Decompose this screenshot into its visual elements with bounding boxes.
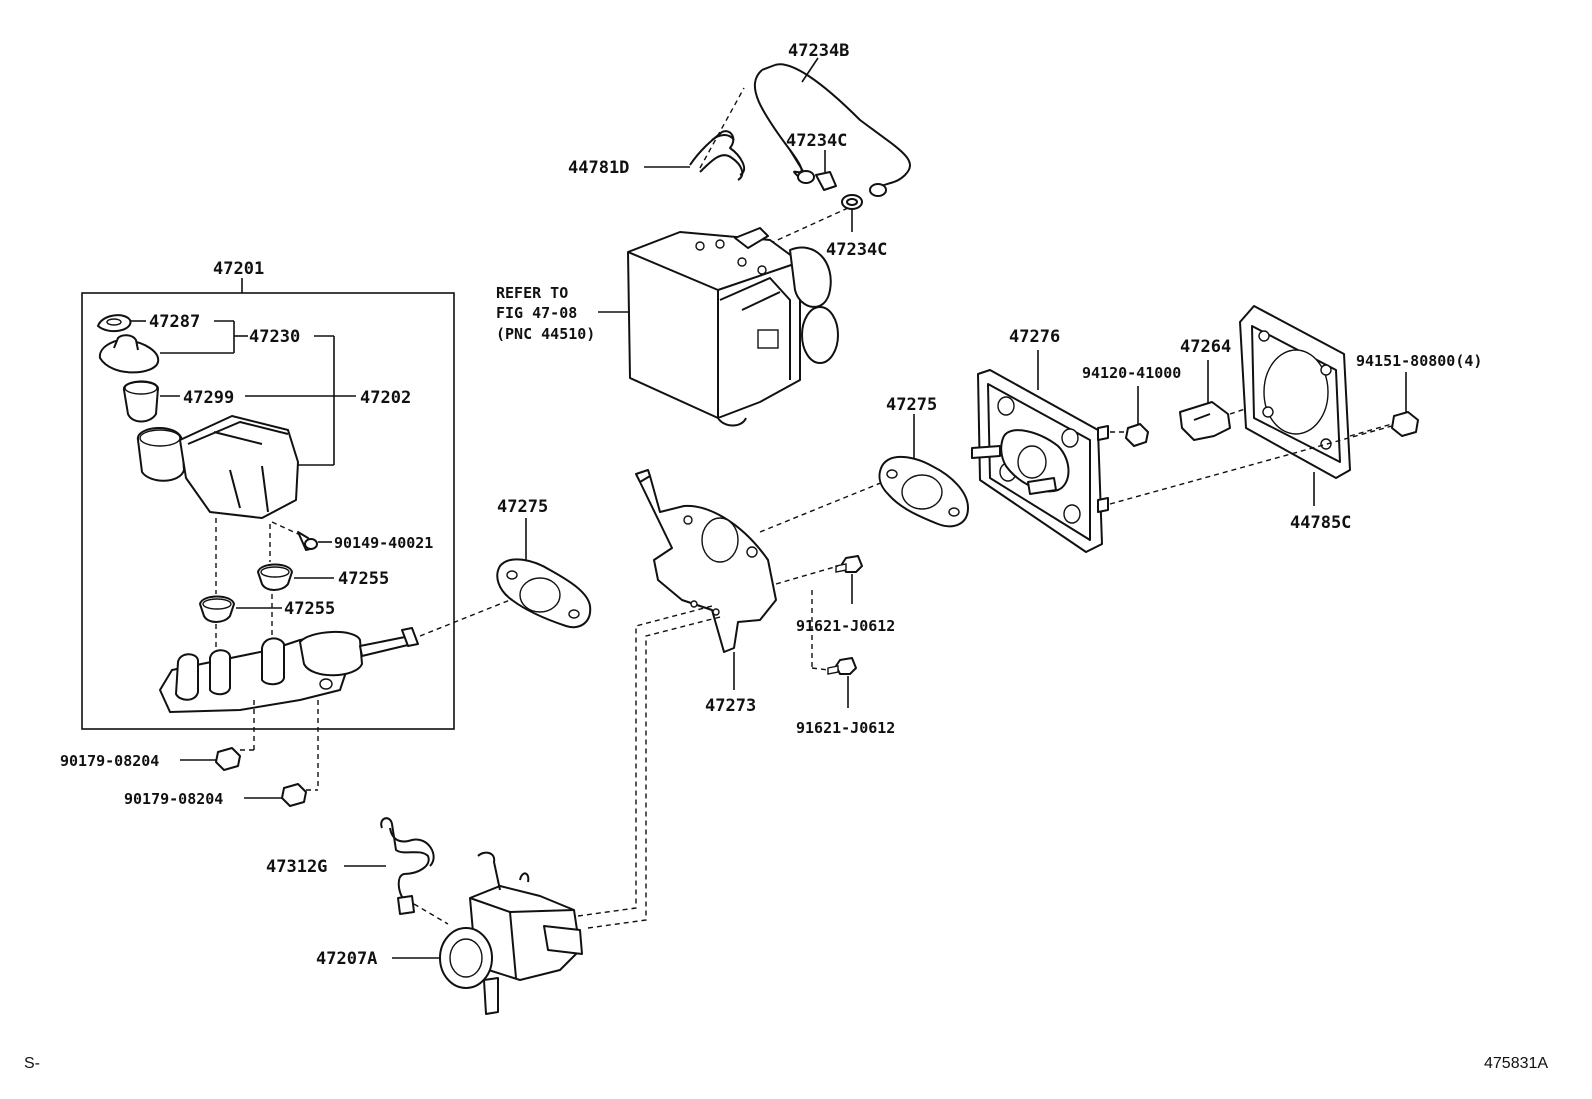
grommet-47255-lower[interactable] <box>199 595 235 623</box>
nut-94151-80800[interactable] <box>1391 411 1419 437</box>
cap-gasket-47287[interactable] <box>97 314 132 333</box>
reservoir-cap-47230[interactable] <box>98 334 160 374</box>
gasket-47275-left[interactable] <box>496 558 592 629</box>
label-47201: 47201 <box>213 259 264 279</box>
nut-90179-08204-lower[interactable] <box>281 783 307 807</box>
hose-clamp-47234C-bottom[interactable] <box>841 194 863 210</box>
sensor-wire-47312G[interactable] <box>380 817 435 915</box>
label-91621-J0612-lower: 91621-J0612 <box>796 719 895 737</box>
grommet-47255-upper[interactable] <box>257 563 293 591</box>
label-47207A: 47207A <box>316 949 377 969</box>
label-44785C: 44785C <box>1290 513 1351 533</box>
label-47287: 47287 <box>149 312 200 332</box>
label-47234C-bottom: 47234C <box>826 240 887 260</box>
hose-clip-44781D[interactable] <box>689 130 746 181</box>
label-47234C-top: 47234C <box>786 131 847 151</box>
gasket-47275-right[interactable] <box>878 456 969 528</box>
nut-90179-08204-upper[interactable] <box>215 747 241 771</box>
screw-90149-40021[interactable] <box>297 531 318 551</box>
label-47230: 47230 <box>249 327 300 347</box>
bracket-47273[interactable] <box>635 469 777 653</box>
bolt-91621-J0612-upper[interactable] <box>835 555 863 573</box>
reservoir-strainer-47299[interactable] <box>123 380 159 423</box>
label-90179-08204-upper: 90179-08204 <box>60 752 159 770</box>
label-47275-right: 47275 <box>886 395 937 415</box>
label-47264: 47264 <box>1180 337 1231 357</box>
label-47255-upper: 47255 <box>338 569 389 589</box>
label-47234B: 47234B <box>788 41 849 61</box>
label-47202: 47202 <box>360 388 411 408</box>
bracket-clip-47264[interactable] <box>1179 401 1231 441</box>
label-47299: 47299 <box>183 388 234 408</box>
label-91621-J0612-upper: 91621-J0612 <box>796 617 895 635</box>
assembly-frame-47201 <box>81 292 455 730</box>
label-47255-lower: 47255 <box>284 599 335 619</box>
stroke-sensor-47207A[interactable] <box>439 851 583 1015</box>
master-cylinder-body[interactable] <box>159 627 419 713</box>
footer-diagram-id: 475831A <box>1484 1055 1548 1072</box>
hose-clamp-47234C-top[interactable] <box>815 171 837 191</box>
ref-line-3: (PNC 44510) <box>496 325 595 343</box>
reservoir-47202[interactable] <box>137 415 299 519</box>
ref-line-1: REFER TO <box>496 284 568 302</box>
label-94151-80800: 94151-80800(4) <box>1356 352 1482 370</box>
plate-47276[interactable] <box>971 369 1109 553</box>
label-90149-40021: 90149-40021 <box>334 534 433 552</box>
label-44781D: 44781D <box>568 158 629 178</box>
nut-94120-41000[interactable] <box>1125 423 1149 447</box>
label-47312G: 47312G <box>266 857 327 877</box>
gasket-44785C[interactable] <box>1239 305 1351 479</box>
label-94120-41000: 94120-41000 <box>1082 364 1181 382</box>
label-47273: 47273 <box>705 696 756 716</box>
label-90179-08204-lower: 90179-08204 <box>124 790 223 808</box>
label-47275-left: 47275 <box>497 497 548 517</box>
footer-left-code: S- <box>24 1055 40 1072</box>
ref-line-2: FIG 47-08 <box>496 304 577 322</box>
bolt-91621-J0612-lower[interactable] <box>827 657 857 675</box>
abs-actuator-unit[interactable] <box>627 227 839 427</box>
hose-47234B[interactable] <box>753 63 911 197</box>
label-47276: 47276 <box>1009 327 1060 347</box>
